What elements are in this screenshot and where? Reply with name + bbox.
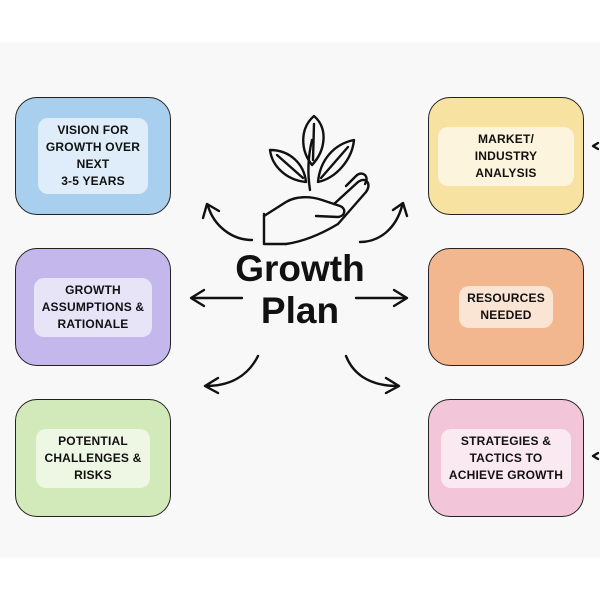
hand-holding-plant-icon (262, 114, 370, 246)
challenges-card: POTENTIAL CHALLENGES & RISKS (15, 399, 171, 517)
title-line-1: Growth (235, 248, 365, 289)
market-label: MARKET/ INDUSTRY ANALYSIS (438, 126, 574, 186)
strategies-card: STRATEGIES & TACTICS TO ACHIEVE GROWTH (428, 399, 584, 517)
title-line-2: Plan (260, 290, 340, 331)
vision-label: VISION FOR GROWTH OVER NEXT 3-5 YEARS (37, 118, 149, 194)
vision-card: VISION FOR GROWTH OVER NEXT 3-5 YEARS (15, 97, 171, 215)
assumptions-card: GROWTH ASSUMPTIONS & RATIONALE (15, 248, 171, 366)
resources-card: RESOURCES NEEDED (428, 248, 584, 366)
assumptions-label: GROWTH ASSUMPTIONS & RATIONALE (33, 277, 153, 337)
challenges-label: POTENTIAL CHALLENGES & RISKS (36, 428, 150, 488)
resources-label: RESOURCES NEEDED (459, 286, 553, 328)
market-card: MARKET/ INDUSTRY ANALYSIS (428, 97, 584, 215)
central-title: Growth Plan (225, 248, 375, 332)
strategies-label: STRATEGIES & TACTICS TO ACHIEVE GROWTH (440, 428, 572, 488)
